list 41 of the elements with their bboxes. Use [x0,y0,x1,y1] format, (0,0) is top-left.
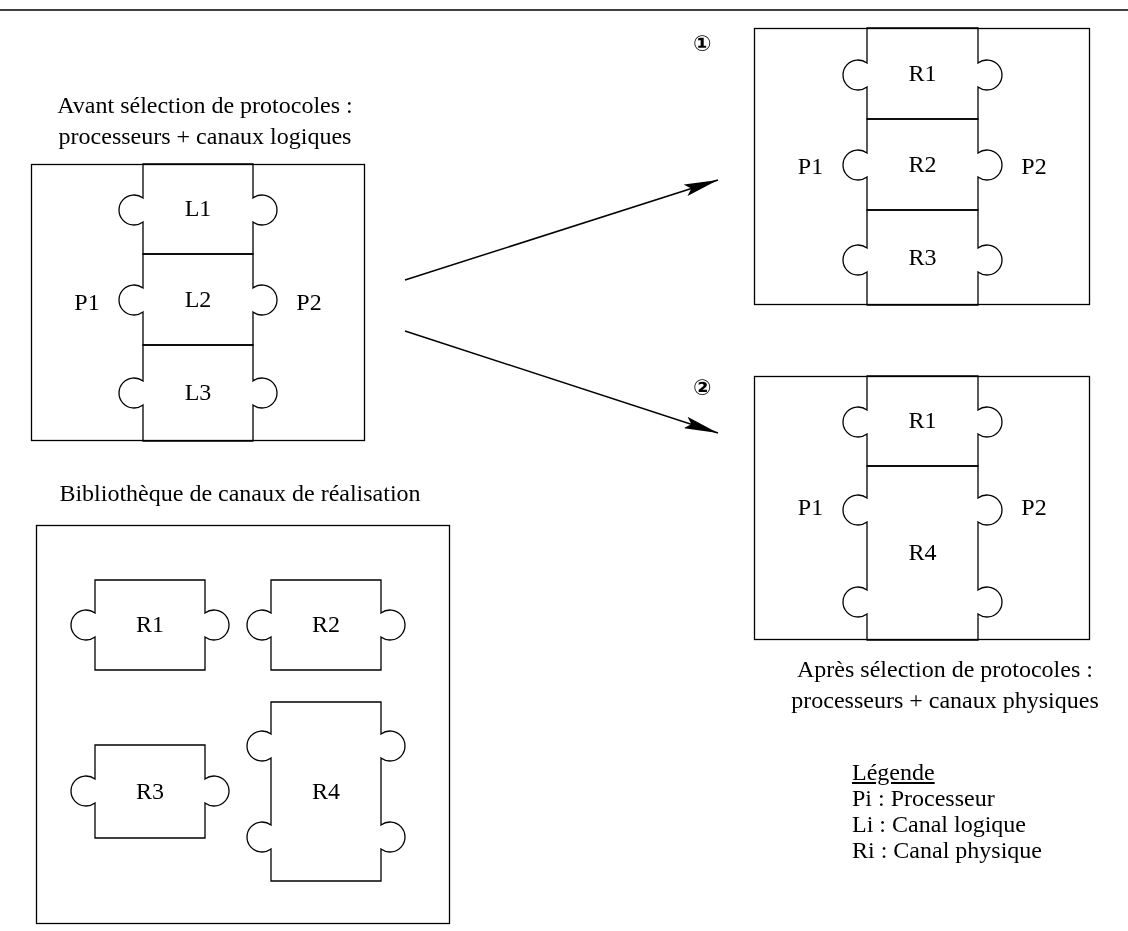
channel-label: R1 [907,406,938,435]
channel-label: L1 [183,194,213,223]
caption-text: Après sélection de protocoles : processeurs + canaux physiques [790,655,1100,716]
channel-piece [117,254,279,345]
channel-piece [841,376,1004,466]
processor-label: P1 [796,151,825,181]
channel-piece [245,580,407,670]
channel-piece [841,210,1004,305]
processor-label: P1 [73,287,101,317]
arrow [404,179,719,281]
processor-label: P2 [1020,151,1048,181]
channel-label: R3 [907,242,938,272]
circled-number: ① [693,30,712,58]
legend-entry: Pi : Processeur [852,785,995,812]
processor-label: P1 [796,493,825,522]
panel-heading: Bibliothèque de canaux de réalisation [58,479,422,508]
channel-piece [117,345,279,441]
arrow [404,330,719,434]
channel-label: R1 [907,58,938,88]
legend-title: Légende [852,758,935,787]
channel-piece [841,28,1004,119]
channel-label: R3 [135,776,165,806]
channel-piece [841,119,1004,210]
processor-label: P2 [295,287,323,317]
channel-label: R4 [907,538,938,567]
channel-label: R1 [135,610,165,639]
channel-label: R2 [907,149,938,179]
legend-entry: Li : Canal logique [852,811,1026,838]
channel-piece [841,466,1004,640]
channel-piece [117,164,279,254]
panel-heading: Avant sélection de protocoles : processeurs + canaux logiques [56,91,354,152]
channel-label: L3 [183,378,213,407]
processor-label: P2 [1020,493,1048,522]
channel-piece [245,702,407,881]
channel-label: R4 [311,776,341,806]
channel-label: R2 [311,610,341,639]
channel-piece [69,745,231,838]
legend-entry: Ri : Canal physique [852,837,1042,864]
channel-piece [69,580,231,670]
channel-label: L2 [183,284,213,314]
circled-number: ② [693,374,712,402]
